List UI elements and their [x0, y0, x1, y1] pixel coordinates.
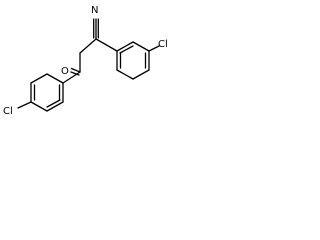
carbonyl-double-bond-b — [70, 71, 80, 76]
chlorine-meta-atom-label: Cl — [158, 39, 168, 50]
ch-to-ring-bond — [95, 38, 118, 52]
chlorine-para-atom-label: Cl — [3, 106, 13, 117]
ring-meta-inner-3 — [119, 45, 134, 54]
oxygen-atom-label: O — [61, 66, 69, 77]
ring-para-bond-2 — [46, 101, 64, 112]
carbonyl-to-ring-bond — [62, 71, 81, 84]
backbone — [79, 38, 118, 73]
ring-para-bond-5 — [30, 73, 48, 84]
ring-meta-bond-2 — [116, 69, 134, 80]
ring-para-to-chlorine-bond — [17, 101, 32, 109]
ch-to-ch2-bond — [79, 38, 97, 54]
chemical-structure: N O Cl Cl — [3, 5, 168, 117]
carbonyl-double-bond-a — [70, 67, 81, 73]
chlorophenyl-ring-meta: Cl — [116, 39, 168, 80]
ring-meta-bond-3 — [132, 69, 150, 80]
ring-meta-bond-5 — [132, 41, 150, 52]
nitrogen-atom-label: N — [91, 5, 98, 16]
ring-meta-to-chlorine-bond — [148, 45, 160, 52]
ring-para-inner-3 — [46, 99, 61, 108]
carbonyl-group: O — [61, 66, 81, 84]
ring-meta-bond-6 — [116, 41, 134, 52]
ring-para-bond-3 — [30, 101, 48, 112]
chlorophenyl-ring-para: Cl — [3, 73, 64, 117]
nitrile-group: N — [91, 5, 99, 40]
ring-para-bond-6 — [46, 73, 64, 84]
